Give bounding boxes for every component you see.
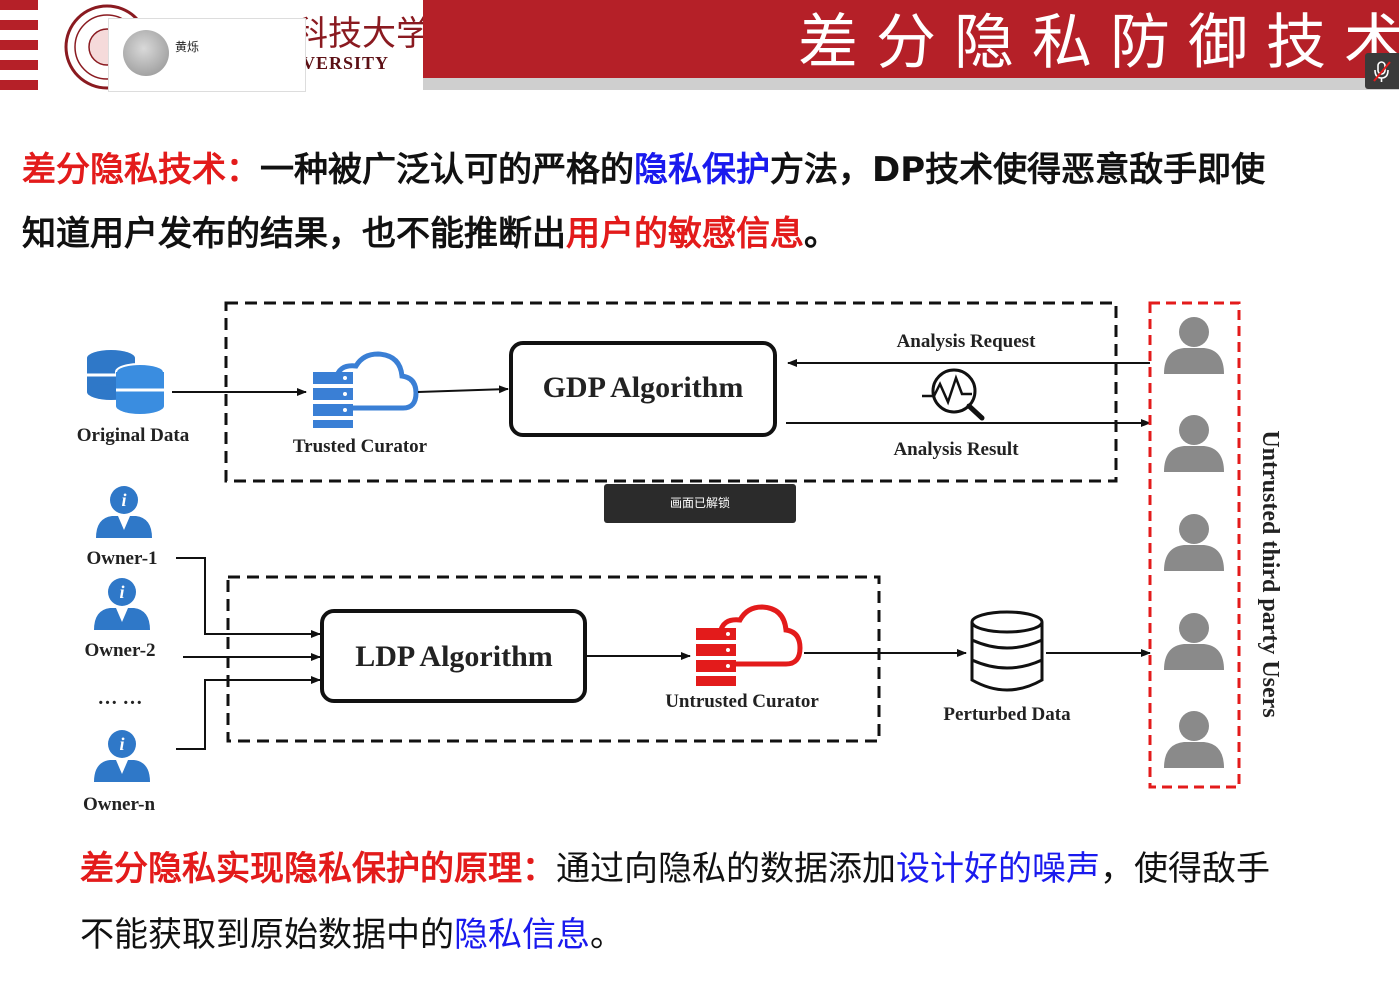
gdp-algorithm-label: GDP Algorithm (543, 371, 744, 404)
user-icon (1164, 613, 1224, 670)
untrusted-curator-label: Untrusted Curator (665, 691, 819, 712)
database-icon (87, 350, 165, 414)
intro-paragraph: 差分隐私技术：一种被广泛认可的严格的隐私保护方法，DP技术使得恶意敌手即使 知道… (22, 138, 1265, 266)
ldp-region-box (226, 575, 881, 743)
university-logo: 科技大学 VERSITY (62, 2, 430, 92)
analysis-magnifier-icon (922, 368, 985, 421)
header-stripes (0, 0, 38, 92)
trusted-curator-icon (313, 351, 419, 428)
owner-label: Owner-n (83, 794, 156, 815)
user-icon (1164, 317, 1224, 374)
analysis-result-label: Analysis Result (893, 439, 1019, 460)
ldp-algorithm-label: LDP Algorithm (355, 640, 553, 673)
dp-diagram: i Original Data Trusted Curator GDP Algo… (77, 301, 1283, 815)
untrusted-curator-icon (696, 604, 803, 686)
principle-text-2: ，使得敌手 (1100, 849, 1270, 889)
mic-toggle-button[interactable] (1365, 53, 1399, 89)
user-icon (1164, 711, 1224, 768)
principle-text-4: 。 (590, 915, 624, 955)
analysis-request-label: Analysis Request (897, 331, 1036, 352)
owner-icon (94, 578, 150, 630)
header-bar (423, 78, 1399, 90)
user-icon (1164, 415, 1224, 472)
users-region-box (1148, 301, 1241, 789)
logo-script-text: 科技大学 (294, 14, 430, 54)
perturbed-data-label: Perturbed Data (943, 704, 1071, 725)
screen-unlocked-toast: 画面已解锁 (604, 484, 796, 523)
intro-text-3: 知道用户发布的结果，也不能推断出 (22, 214, 566, 254)
principle-text-3: 不能获取到原始数据中的 (80, 915, 454, 955)
owner-icon (96, 486, 152, 538)
video-participant-tile[interactable]: 黄烁 (108, 18, 306, 92)
principle-highlight-1: 设计好的噪声 (896, 849, 1100, 889)
slide-title: 差分隐私防御技术 (798, 8, 1399, 78)
participant-name: 黄烁 (175, 40, 200, 54)
principle-paragraph: 差分隐私实现隐私保护的原理：通过向隐私的数据添加设计好的噪声，使得敌手 不能获取… (80, 836, 1270, 968)
original-data-label: Original Data (77, 425, 190, 446)
intro-term: 差分隐私技术： (22, 150, 260, 190)
principle-text-1: 通过向隐私的数据添加 (556, 849, 896, 889)
intro-text-1: 一种被广泛认可的严格的 (260, 150, 634, 190)
user-icon (1164, 514, 1224, 571)
users-label: Untrusted third party Users (1257, 430, 1283, 717)
intro-text-2: 方法，DP技术使得恶意敌手即使 (770, 150, 1266, 190)
gdp-algorithm-box (509, 341, 777, 437)
perturbed-database-icon (970, 610, 1044, 692)
ldp-algorithm-box (320, 609, 587, 703)
intro-text-4: 。 (804, 214, 838, 254)
avatar (123, 30, 169, 76)
owner-ellipsis: … … (98, 687, 143, 709)
intro-highlight-2: 用户的敏感信息 (566, 214, 804, 254)
owner-label: Owner-2 (84, 640, 155, 661)
gdp-region-box (224, 301, 1118, 483)
owner-label: Owner-1 (86, 548, 157, 569)
header-band (423, 0, 1399, 78)
principle-term: 差分隐私实现隐私保护的原理： (80, 849, 556, 889)
intro-highlight-1: 隐私保护 (634, 150, 770, 190)
principle-highlight-2: 隐私信息 (454, 915, 590, 955)
mic-muted-icon (1373, 61, 1391, 82)
owner-icon (94, 730, 150, 782)
trusted-curator-label: Trusted Curator (293, 436, 428, 457)
logo-english-text: VERSITY (302, 53, 390, 73)
